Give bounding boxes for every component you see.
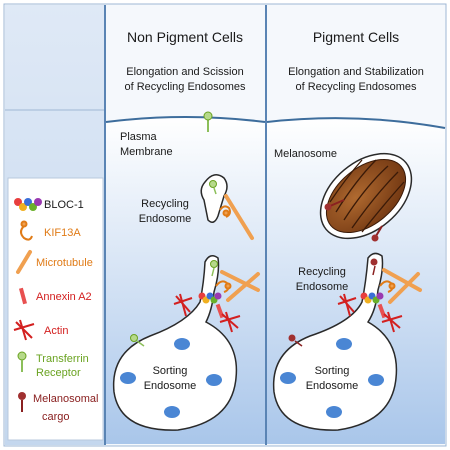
actin-icon: [13, 319, 35, 341]
left-microtubule-1: [224, 194, 254, 240]
right-actin-icon-1: [337, 293, 357, 317]
right-recycling-label-1: Recycling: [298, 266, 346, 278]
left-panel: Non Pigment Cells Elongation and Scissio…: [105, 29, 266, 444]
left-subtitle-2: of Recycling Endosomes: [124, 81, 246, 93]
left-kif13a-icon-2: [215, 280, 232, 293]
right-sorting-label-2: Endosome: [306, 380, 359, 392]
transferrin-icon: [17, 351, 27, 372]
right-sorting-dot-4: [326, 406, 342, 418]
right-sorting-label-1: Sorting: [315, 365, 350, 377]
right-sorting-dot-1: [336, 338, 352, 350]
right-kif13a-icon: [379, 280, 396, 293]
left-plasma-membrane: [105, 116, 266, 123]
left-actin-icon-1: [173, 293, 193, 317]
left-microtubule-2: [220, 270, 260, 292]
legend-label-annexin: Annexin A2: [36, 291, 92, 303]
left-actin-icon-2: [219, 311, 241, 333]
melanosome: [319, 152, 413, 242]
left-sorting-transferrin-icon: [130, 334, 145, 347]
kif13a-icon: [20, 220, 33, 241]
left-bloc1-icon: [198, 292, 222, 304]
right-panel: Pigment Cells Elongation and Stabilizati…: [266, 29, 446, 445]
left-vesicle-transferrin-icon: [209, 180, 217, 188]
left-plasma-label-2: Membrane: [120, 146, 173, 158]
legend-label-transferrin-1: Transferrin: [36, 353, 89, 365]
left-sorting-dot-2: [120, 372, 136, 384]
bloc1-icon: [14, 198, 42, 211]
left-sorting-label-2: Endosome: [144, 380, 197, 392]
legend-label-kif13a: KIF13A: [44, 227, 81, 239]
left-sorting-label-1: Sorting: [153, 365, 188, 377]
left-recycling-label-1: Recycling: [141, 198, 189, 210]
right-microtubule-2: [388, 272, 420, 304]
left-subtitle-1: Elongation and Scission: [126, 66, 243, 78]
legend-label-transferrin-2: Receptor: [36, 367, 81, 379]
legend-label-cargo-2: cargo: [42, 411, 70, 423]
left-microtubule-3: [226, 272, 260, 302]
left-recycling-endosome: [200, 174, 228, 223]
right-subtitle-1: Elongation and Stabilization: [288, 66, 424, 78]
left-membrane-transferrin-icon: [203, 111, 213, 132]
legend-label-microtubule: Microtubule: [36, 257, 93, 269]
annexin-icon: [18, 287, 28, 305]
left-title: Non Pigment Cells: [127, 29, 243, 45]
left-sorting-dot-1: [174, 338, 190, 350]
right-plasma-membrane: [266, 117, 446, 129]
right-sorting-dot-2: [280, 372, 296, 384]
left-recycling-label-2: Endosome: [139, 213, 192, 225]
right-sorting-cargo-icon: [288, 334, 303, 347]
legend-label-bloc1: BLOC-1: [44, 199, 84, 211]
legend: BLOC-1 KIF13A Microtubule Annexin A2 Act…: [13, 198, 98, 423]
right-title: Pigment Cells: [313, 29, 399, 45]
melanosomal-cargo-icon: [18, 392, 26, 412]
right-bloc1-icon: [360, 292, 384, 304]
left-plasma-label-1: Plasma: [120, 131, 158, 143]
left-sorting-dot-3: [206, 374, 222, 386]
left-tubule-transferrin-icon: [210, 260, 218, 277]
melanosome-label: Melanosome: [274, 148, 337, 160]
microtubule-icon: [16, 250, 32, 274]
right-recycling-label-2: Endosome: [296, 281, 349, 293]
right-microtubule-1: [382, 268, 422, 292]
legend-label-cargo-1: Melanosomal: [33, 393, 98, 405]
right-subtitle-2: of Recycling Endosomes: [295, 81, 417, 93]
right-tubule-cargo-icon: [370, 258, 378, 276]
legend-label-actin: Actin: [44, 325, 68, 337]
left-kif13a-icon-1: [219, 205, 231, 218]
right-sorting-dot-3: [368, 374, 384, 386]
right-actin-icon-2: [381, 311, 403, 333]
left-sorting-dot-4: [164, 406, 180, 418]
